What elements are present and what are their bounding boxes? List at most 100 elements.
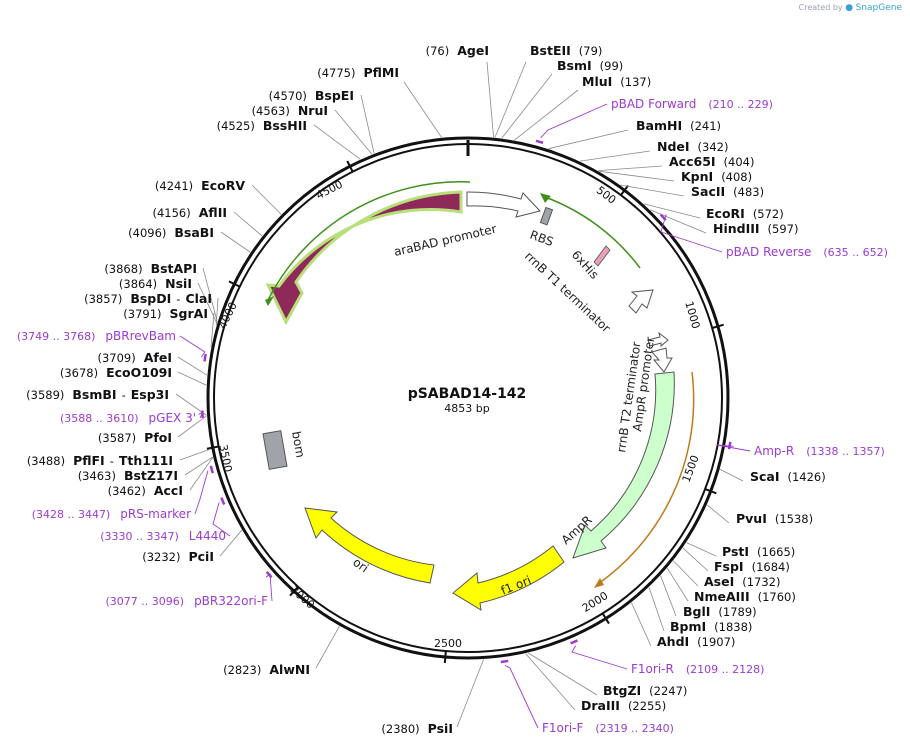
feature-bom-box[interactable] xyxy=(262,430,288,470)
primer-leader-line xyxy=(660,214,723,253)
restriction-site-label[interactable]: AseI(1732) xyxy=(704,574,781,589)
restriction-site-label[interactable]: HindIII(597) xyxy=(713,221,798,236)
feature-araC-arrow[interactable] xyxy=(265,190,463,326)
restriction-site-label[interactable]: SacII(483) xyxy=(691,184,764,199)
restriction-site-label[interactable]: (4775)PflMI xyxy=(317,65,399,80)
site-leader-line xyxy=(660,575,677,617)
feature-araBAD-promoter-arrow[interactable] xyxy=(466,191,541,218)
site-name: AlwNI xyxy=(269,662,310,677)
site-leader-line xyxy=(548,129,629,150)
primer-label[interactable]: Amp-R(1338 .. 1357) xyxy=(754,444,885,458)
primer-label[interactable]: (3588 .. 3610)pGEX 3' xyxy=(60,411,196,425)
restriction-site-label[interactable]: (3791)SgrAI xyxy=(123,306,208,321)
primer-label[interactable]: (3428 .. 3447)pRS-marker xyxy=(32,507,191,521)
restriction-site-label[interactable]: KpnI(408) xyxy=(681,169,752,184)
primer-label[interactable]: (3749 .. 3768)pBRrevBam xyxy=(17,329,176,343)
restriction-site-label[interactable]: (3709)AfeI xyxy=(98,350,173,365)
primer-label[interactable]: (3077 .. 3096)pBR322ori-F xyxy=(106,594,269,608)
restriction-site-label[interactable]: (4156)AflII xyxy=(153,205,228,220)
primer-binding-mark xyxy=(570,639,578,645)
feature-ori-arrow[interactable] xyxy=(304,507,435,584)
site-leader-line xyxy=(706,504,730,524)
ring-tick-label: 500 xyxy=(594,184,619,207)
site-position: (3709) xyxy=(98,351,136,365)
restriction-site-label[interactable]: BsmI(99) xyxy=(557,58,623,73)
restriction-site-label[interactable]: BamHI(241) xyxy=(636,118,721,133)
restriction-site-label[interactable]: (4525)BssHII xyxy=(217,118,307,133)
restriction-site-label[interactable]: (3864)NsiI xyxy=(119,276,192,291)
restriction-site-label[interactable]: PstI(1665) xyxy=(722,544,795,559)
site-name: AhdI xyxy=(657,634,689,649)
primer-label[interactable]: (3330 .. 3347)L4440 xyxy=(100,529,226,543)
restriction-site-label[interactable]: (3232)PciI xyxy=(142,549,214,564)
primer-name: Amp-R xyxy=(754,444,794,458)
restriction-site-label[interactable]: PvuI(1538) xyxy=(736,511,813,526)
site-position: (342) xyxy=(698,140,729,154)
restriction-site-label[interactable]: (3587)PfoI xyxy=(98,430,172,445)
feature-RBS-box[interactable] xyxy=(539,206,554,226)
feature-6xHis-arrow[interactable] xyxy=(593,245,611,267)
restriction-site-label[interactable]: BstEII(79) xyxy=(530,43,602,58)
primer-leader-line xyxy=(540,103,608,139)
restriction-site-label[interactable]: (3857)BspDI-ClaI xyxy=(84,291,212,306)
restriction-site-label[interactable]: (4096)BsaBI xyxy=(128,225,214,240)
site-name: EcoRV xyxy=(201,178,245,193)
site-leader-line xyxy=(220,231,251,253)
restriction-site-label[interactable]: (2823)AlwNI xyxy=(223,662,310,677)
restriction-site-label[interactable]: (3678)EcoO109I xyxy=(60,365,172,380)
restriction-site-label[interactable]: MluI(137) xyxy=(582,74,651,89)
restriction-site-label[interactable]: NmeAIII(1760) xyxy=(694,589,796,604)
feature-rrnB-T1-arrow[interactable] xyxy=(628,289,654,314)
site-name: FspI xyxy=(714,559,744,574)
site-position: (2255) xyxy=(628,699,666,713)
feature-AmpR-promoter-arrow[interactable] xyxy=(651,347,673,373)
site-leader-line xyxy=(179,448,212,461)
restriction-site-label[interactable]: BglI(1789) xyxy=(683,604,757,619)
AmpR-orange-arrowhead xyxy=(594,578,604,588)
ring-tick-mark xyxy=(620,184,629,196)
restriction-site-label[interactable]: FspI(1684) xyxy=(714,559,790,574)
restriction-site-label[interactable]: (3463)BstZ17I xyxy=(78,468,178,483)
restriction-site-label[interactable]: NdeI(342) xyxy=(657,139,728,154)
feature-rrnB-T2-arrow[interactable] xyxy=(647,331,669,348)
site-name: PciI xyxy=(188,549,214,564)
site-name: SgrAI xyxy=(170,306,208,321)
restriction-site-label[interactable]: DraIII(2255) xyxy=(581,698,666,713)
primer-label[interactable]: F1ori-F(2319 .. 2340) xyxy=(542,721,674,735)
restriction-site-label[interactable]: ScaI(1426) xyxy=(750,469,826,484)
site-position: (3462) xyxy=(108,484,146,498)
site-name: BglI xyxy=(683,604,710,619)
primer-label[interactable]: F1ori-R(2109 .. 2128) xyxy=(631,662,764,676)
site-leader-line xyxy=(486,61,494,138)
restriction-site-label[interactable]: (3488)PflFI-Tth111I xyxy=(27,453,173,468)
site-leader-line xyxy=(643,203,701,219)
primer-leader-line xyxy=(194,470,209,515)
primer-leader-line xyxy=(212,502,231,537)
site-leader-line xyxy=(219,529,243,557)
right-green-arrowhead xyxy=(540,193,551,203)
restriction-site-label[interactable]: AhdI(1907) xyxy=(657,634,735,649)
feature-f1-ori-arrow[interactable] xyxy=(452,545,565,611)
feature-AmpR-arrow[interactable] xyxy=(572,371,675,559)
restriction-site-label[interactable]: (76)AgeI xyxy=(426,43,489,58)
restriction-site-label[interactable]: (2380)PsiI xyxy=(381,721,453,736)
primer-label[interactable]: pBAD Forward(210 .. 229) xyxy=(611,97,773,111)
site-position: (4525) xyxy=(217,119,255,133)
restriction-site-label[interactable]: (3868)BstAPI xyxy=(104,261,197,276)
site-name: Acc65I xyxy=(669,154,716,169)
primer-label[interactable]: pBAD Reverse(635 .. 652) xyxy=(726,245,888,259)
restriction-site-label[interactable]: BpmI(1838) xyxy=(670,619,752,634)
restriction-site-label[interactable]: (4241)EcoRV xyxy=(155,178,245,193)
restriction-site-label[interactable]: EcoRI(572) xyxy=(706,206,784,221)
site-leader-line xyxy=(650,209,707,234)
restriction-site-label[interactable]: (4570)BspEI xyxy=(269,88,354,103)
site-name: BamHI xyxy=(636,118,682,133)
restriction-site-label[interactable]: BtgZI(2247) xyxy=(603,683,687,698)
restriction-site-label[interactable]: Acc65I(404) xyxy=(669,154,754,169)
restriction-site-label[interactable]: (3589)BsmBI-Esp3I xyxy=(26,387,169,402)
site-name: HindIII xyxy=(713,221,760,236)
restriction-site-label[interactable]: (3462)AccI xyxy=(108,483,183,498)
site-position: (572) xyxy=(753,207,784,221)
restriction-site-label[interactable]: (4563)NruI xyxy=(252,103,328,118)
site-leader-line xyxy=(494,61,527,138)
